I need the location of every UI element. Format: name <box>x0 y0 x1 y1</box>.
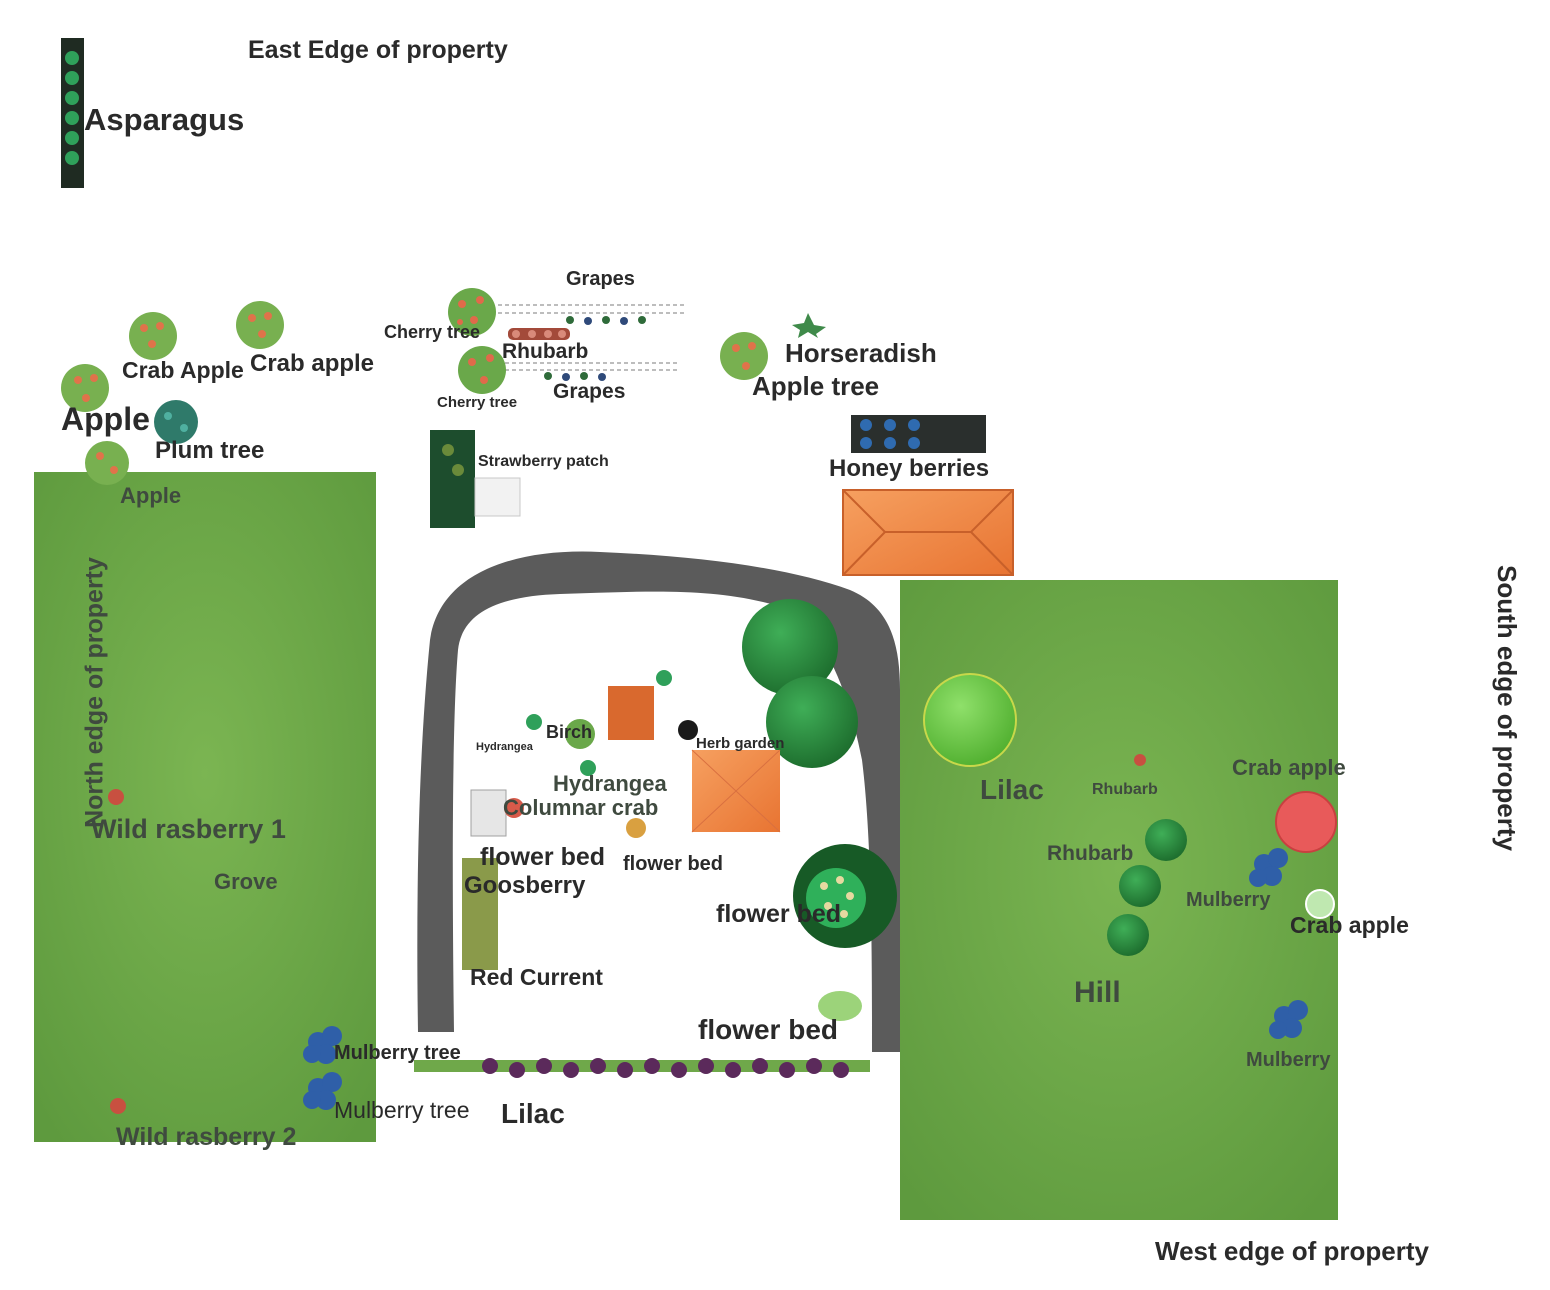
flower-bed-label-3: flower bed <box>716 900 842 928</box>
birch-label: Birch <box>546 722 593 742</box>
mulberry-tree-label-1: Mulberry tree <box>334 1042 461 1064</box>
apple-tree-icon <box>85 441 129 485</box>
strawberry-patch <box>430 430 521 528</box>
hydrangea-label: Hydrangea <box>553 771 667 796</box>
crab-apple-label-right-top: Crab apple <box>1232 755 1346 780</box>
crab-apple-label-right-bottom: Crab apple <box>1290 912 1409 938</box>
rhubarb-small-icon <box>1134 754 1146 766</box>
crab-apple-red-tree-icon <box>1275 791 1337 853</box>
cherry-tree-label-2: Cherry tree <box>437 394 518 411</box>
hydrangea-label-small: Hydrangea <box>476 741 533 753</box>
wild-rasberry-label-1: Wild rasberry 1 <box>91 814 286 844</box>
lilac-label-bottom: Lilac <box>501 1098 565 1129</box>
wild-rasberry-label-2: Wild rasberry 2 <box>116 1123 297 1151</box>
rhubarb-strip-top <box>508 328 570 340</box>
house-roof <box>842 489 1014 576</box>
crab-apple-tree-icon <box>236 301 284 349</box>
columnar-crab-icon <box>504 798 524 818</box>
hydrangea-shrub-icon <box>580 760 596 776</box>
grapes-label-bottom: Grapes <box>553 380 626 403</box>
mulberry-tree-icon <box>303 1072 342 1110</box>
columnar-crab-label: Columnar crab <box>503 795 659 820</box>
tree-icon <box>742 599 838 695</box>
horseradish-label: Horseradish <box>785 338 937 368</box>
apple-tree-icon <box>61 364 109 412</box>
crab-apple-label-2: Crab apple <box>250 350 375 377</box>
lilac-hedge <box>414 1058 870 1078</box>
rhubarb-label-small: Rhubarb <box>1092 781 1158 798</box>
rhubarb-label-top: Rhubarb <box>502 340 589 363</box>
driveway <box>417 551 900 1052</box>
wild-rasberry-icon <box>110 1098 126 1114</box>
north-edge-label: North edge of property <box>80 557 109 828</box>
mulberry-label-right-2: Mulberry <box>1246 1049 1331 1071</box>
shed <box>608 686 654 740</box>
west-edge-label: West edge of property <box>1155 1236 1430 1266</box>
mulberry-icon <box>1249 848 1288 887</box>
honey-berries-bed <box>851 415 986 453</box>
lilac-shrub-icon <box>923 673 1017 767</box>
cherry-tree-label-1: Cherry tree <box>384 322 481 342</box>
strawberry-patch-label: Strawberry patch <box>478 453 609 470</box>
lilac-label-right: Lilac <box>980 774 1044 805</box>
mulberry-label-right-1: Mulberry <box>1186 889 1271 911</box>
apple-label-big: Apple <box>61 401 150 437</box>
goosberry-label: Goosberry <box>464 872 586 899</box>
wild-rasberry-icon <box>108 789 124 805</box>
flower-bed-oval <box>793 844 897 948</box>
herb-garden <box>691 749 781 833</box>
crab-apple-white-tree-icon <box>1305 889 1335 919</box>
apple-tree-icon <box>720 332 768 380</box>
hydrangea-shrub-icon <box>526 714 542 730</box>
mulberry-tree-icon <box>303 1026 342 1064</box>
flower-bed-label-1: flower bed <box>480 843 606 871</box>
honey-berries-label: Honey berries <box>829 455 990 482</box>
cherry-tree-icon <box>458 346 506 394</box>
shrub-icon <box>1145 819 1187 861</box>
herb-marker-icon <box>678 720 698 740</box>
grapes-trellis-bottom <box>498 362 680 381</box>
flower-bed-icon <box>626 818 646 838</box>
crab-apple-tree-icon <box>129 312 177 360</box>
south-edge-label: South edge of property <box>1492 565 1522 851</box>
asparagus-bed <box>61 38 84 188</box>
cherry-tree-icon <box>448 288 496 336</box>
shrub-icon <box>1107 914 1149 956</box>
goosberry-bed <box>462 858 498 970</box>
flower-bed-small-oval <box>818 991 862 1021</box>
mulberry-tree-label-2: Mulberry tree <box>334 1097 470 1123</box>
apple-tree-label: Apple tree <box>752 371 880 401</box>
tree-icon <box>766 676 858 768</box>
mulberry-icon <box>1269 1000 1308 1039</box>
shrub-icon <box>656 670 672 686</box>
shrub-icon <box>1119 865 1161 907</box>
rhubarb-label-right: Rhubarb <box>1047 842 1134 865</box>
red-current-label: Red Current <box>470 964 603 990</box>
plum-tree-label: Plum tree <box>155 437 265 464</box>
east-edge-label: East Edge of property <box>248 36 508 64</box>
plum-tree-icon <box>154 400 198 444</box>
flower-bed-label-4: flower bed <box>698 1014 839 1045</box>
grapes-label-top: Grapes <box>566 268 635 290</box>
asparagus-label: Asparagus <box>84 102 245 137</box>
north-lawn <box>34 472 376 1142</box>
birch-tree-icon <box>565 719 595 749</box>
grove-label: Grove <box>214 869 278 894</box>
crab-apple-label-1: Crab Apple <box>122 357 244 383</box>
herb-garden-label: Herb garden <box>696 735 785 752</box>
columnar-crab-bed <box>470 789 507 837</box>
horseradish-icon <box>792 313 826 338</box>
apple-label-small: Apple <box>120 483 182 508</box>
hill-label: Hill <box>1074 976 1121 1009</box>
flower-bed-label-2: flower bed <box>623 853 724 875</box>
grapes-trellis-top <box>498 304 684 325</box>
